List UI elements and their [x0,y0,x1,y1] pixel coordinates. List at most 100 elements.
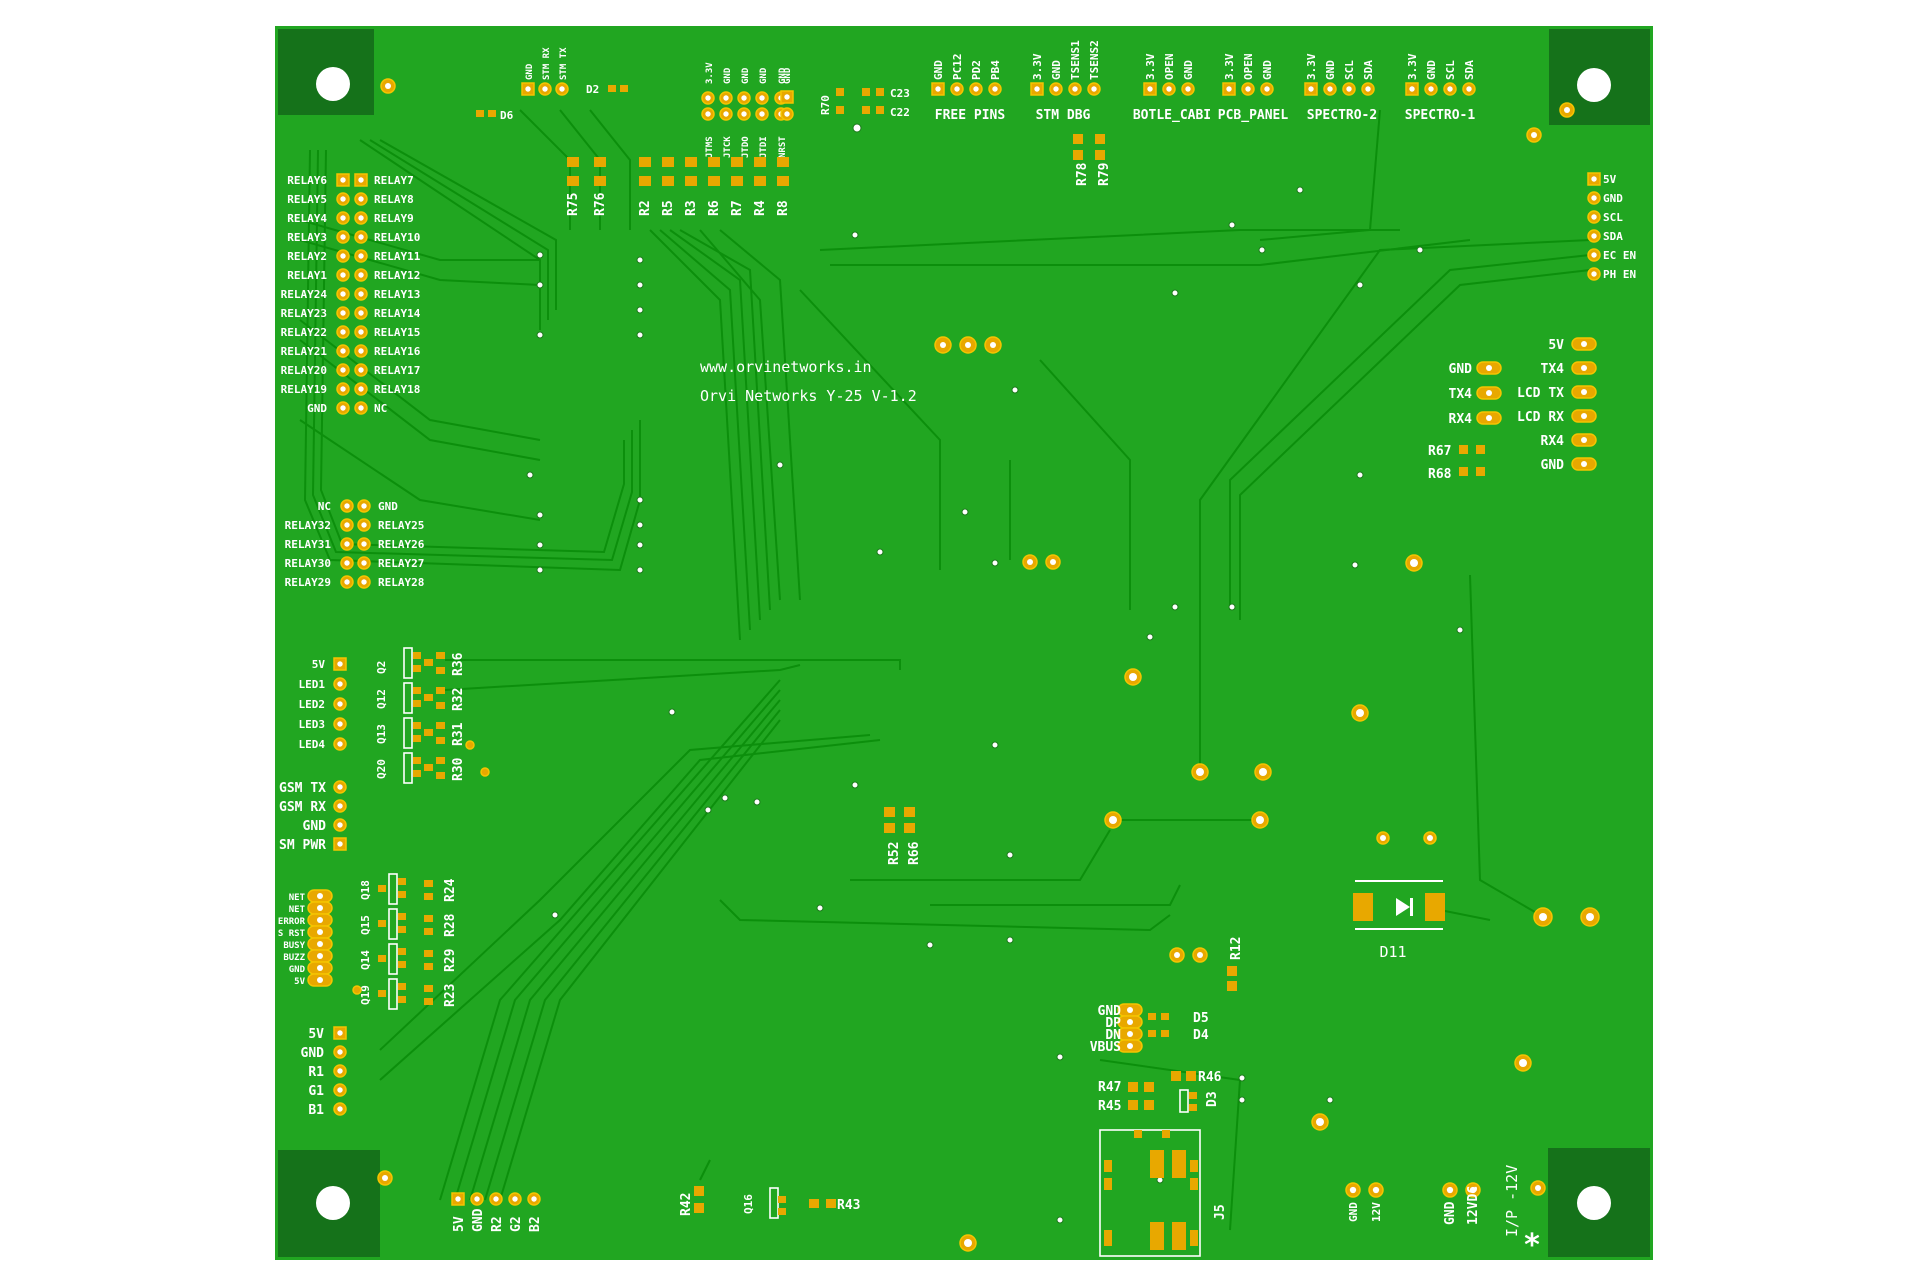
gsm-header-label: SM PWR [279,838,326,853]
pad-hole [340,291,346,297]
botle-cabi-pin-label: GND [1182,60,1195,80]
jtag-top-label: 3.3V [705,62,715,84]
relay-label-left: RELAY31 [285,538,332,551]
r67-label: R67 [1428,444,1451,459]
bottom-header-label: G2 [509,1216,524,1232]
spectro1-label: SPECTRO-1 [1405,108,1476,123]
pad-hole [361,579,367,585]
r52-label: R52 [887,842,902,865]
pad-hole [337,822,343,828]
spectro1-pin-label: SDA [1463,60,1476,80]
power-12v-label: GND [1347,1202,1360,1222]
pad-hole [1245,86,1251,92]
transistor-pad [378,885,386,892]
board-outline [275,26,1653,1260]
relay-label-right: RELAY10 [374,231,420,244]
resistor-pad [662,176,674,186]
pad-hole [1581,341,1587,347]
relay-label-right: RELAY9 [374,212,414,225]
relay-label-left: RELAY4 [287,212,327,225]
relay-label-right: RELAY11 [374,250,421,263]
mounting-hole-top-right [1577,68,1611,102]
pad-hole [340,215,346,221]
pad-hole [1591,176,1597,182]
transistor-pad [398,948,406,955]
pad-hole [1428,86,1434,92]
spectro2-pin-label: SCL [1343,60,1356,80]
gsm-header-label: GSM RX [279,800,326,815]
pad-hole [361,522,367,528]
resistor-pad [777,157,789,167]
pad-hole [337,681,343,687]
pad-hole [1053,86,1059,92]
pad-hole [337,701,343,707]
via-pad [352,985,362,995]
r45-pad [1144,1100,1154,1110]
r78-pad [1073,150,1083,160]
pad-hole [358,253,364,259]
transistor-pad [413,687,421,694]
resistor-pad [424,915,433,922]
relay-label-left: RELAY19 [281,383,327,396]
resistor-label: R4 [753,200,768,216]
pad-hole [317,953,323,959]
pad-hole [1591,271,1597,277]
led-header-label: LED2 [299,698,326,711]
status-header-label: GND [289,965,306,975]
uart-right-label: LCD RX [1517,410,1564,425]
resistor-pad [731,176,743,186]
pad-hole [337,1068,343,1074]
resistor-label: R24 [443,878,458,902]
pad-hole [358,405,364,411]
pad-hole [1308,86,1314,92]
resistor-label: R36 [451,652,466,676]
uart-right-label: RX4 [1541,434,1565,449]
stm-dbg-label: STM DBG [1036,108,1091,123]
pad-hole [759,95,765,101]
transistor-label: Q13 [375,724,388,744]
resistor-pad [436,772,445,779]
i2c-header-label: EC EN [1603,249,1636,262]
d3-outline [1179,1089,1189,1113]
transistor-pad [378,990,386,997]
jtag-bottom-label: JTCK [723,136,733,158]
pad-hole [358,272,364,278]
resistor-label: R32 [451,688,466,711]
status-header-label: NET [289,905,306,915]
q16-pad [778,1208,786,1215]
relay-label-right: RELAY15 [374,326,420,339]
bottom-header-label: R2 [490,1216,505,1232]
d2-label: D2 [586,83,599,96]
free-pins-pin-label: PD2 [970,60,983,80]
pad-hole [344,541,350,547]
pad-hole [337,803,343,809]
d5-pad [1148,1013,1156,1020]
pad-hole [337,1106,343,1112]
r68-pad [1459,467,1468,476]
pad-hole [1591,233,1597,239]
pad-hole [358,234,364,240]
d4-label: D4 [1193,1028,1209,1043]
r78-pad [1073,134,1083,144]
stm-header-label: STM RX [542,47,552,80]
r68-pad [1476,467,1485,476]
transistor-pad [398,996,406,1003]
resistor-pad [436,702,445,709]
stm-header-label: STM TX [559,47,569,80]
d6-label: D6 [500,109,514,122]
r46-pad [1186,1071,1196,1081]
pad-hole [1127,1019,1133,1025]
pad-hole [358,329,364,335]
r68-label: R68 [1428,467,1452,482]
relay-label-right: GND [378,500,398,513]
r12-pad [1227,981,1237,991]
transistor-outline [388,943,398,975]
resistor-label: R5 [661,200,676,216]
resistor-pad [424,764,433,771]
pad-hole [1127,1031,1133,1037]
r43-pad [826,1199,836,1208]
pad-hole [1446,1186,1454,1194]
r47-pad [1144,1082,1154,1092]
pad-hole [337,1087,343,1093]
